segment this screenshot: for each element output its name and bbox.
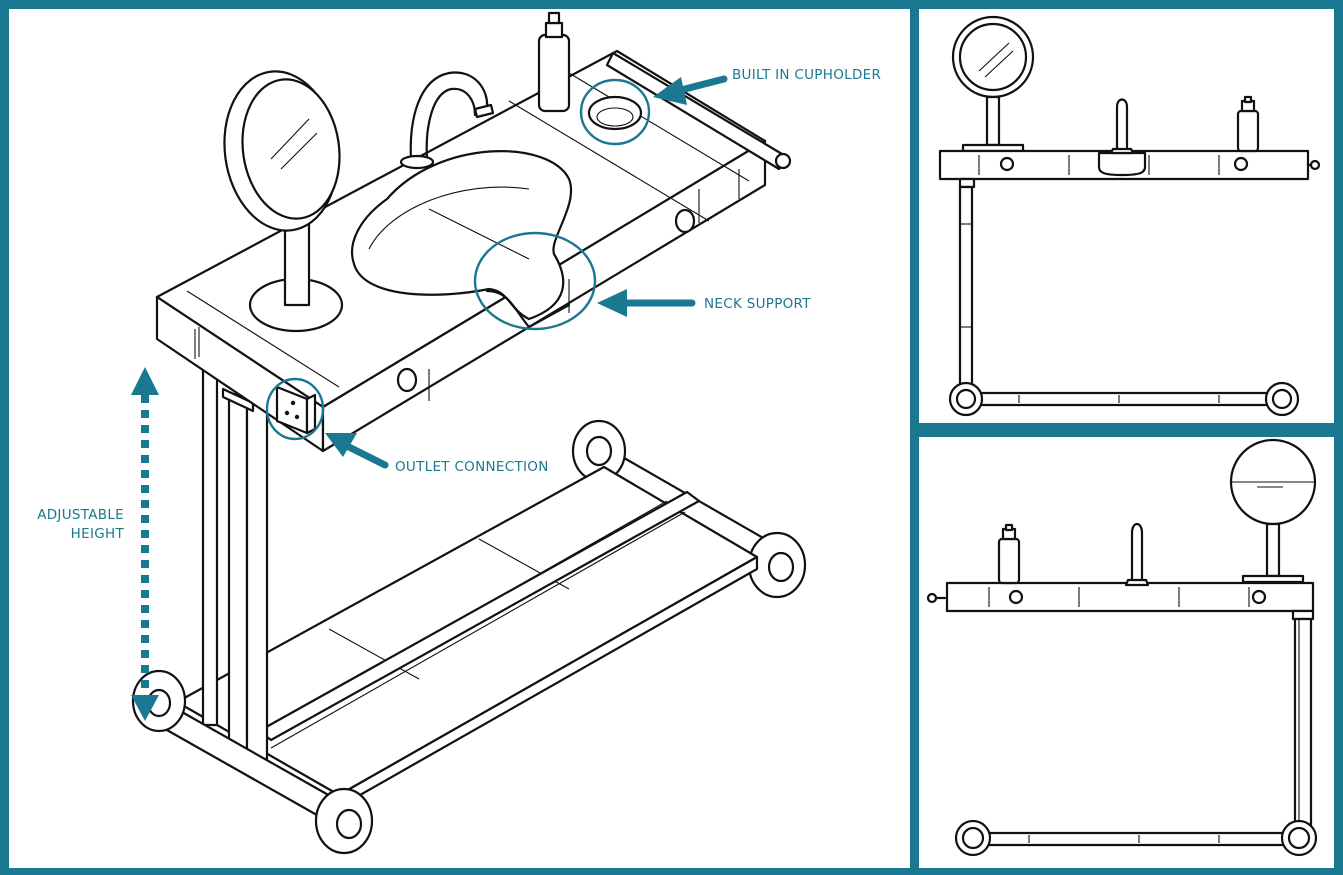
rear-countertop — [926, 581, 1315, 613]
front-base — [948, 381, 1300, 417]
height-callout-label: ADJUSTABLE HEIGHT — [37, 507, 124, 542]
faucet — [399, 71, 495, 170]
rear-mirror — [1229, 438, 1317, 584]
front-faucet — [1109, 98, 1135, 155]
front-elevation-drawing — [938, 15, 1321, 417]
towel-bar — [605, 51, 792, 171]
side-view-front-panel — [919, 9, 1334, 423]
cupholder-callout-label: BUILT IN CUPHOLDER — [732, 67, 882, 83]
neck-support-callout-label: NECK SUPPORT — [704, 296, 811, 312]
rear-leg — [1291, 609, 1315, 831]
front-soap-bottle — [1236, 95, 1260, 153]
rear-soap-bottle — [997, 523, 1021, 585]
outlet-box — [275, 385, 317, 435]
cupholder — [587, 95, 643, 131]
mirror — [223, 70, 344, 333]
rear-faucet — [1124, 522, 1150, 587]
front-leg — [958, 177, 976, 391]
isometric-drawing — [131, 11, 807, 855]
rear-elevation-drawing — [926, 438, 1318, 857]
outlet-callout-label: OUTLET CONNECTION — [395, 459, 549, 475]
soap-bottle — [537, 11, 571, 113]
sink-basin — [350, 150, 572, 329]
callout-arrows — [131, 75, 728, 721]
rear-base — [954, 819, 1318, 857]
front-countertop — [938, 149, 1321, 181]
support-legs — [201, 367, 269, 761]
front-mirror — [951, 15, 1035, 153]
side-view-back-panel — [919, 437, 1334, 868]
isometric-view-panel: BUILT IN CUPHOLDER NECK SUPPORT OUTLET C… — [9, 9, 910, 868]
callout-highlights — [265, 78, 651, 441]
